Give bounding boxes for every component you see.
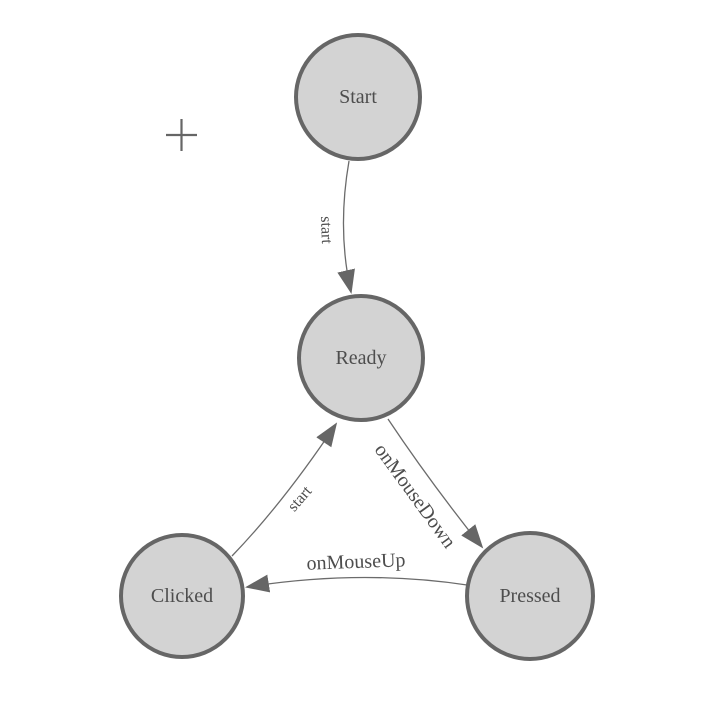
state-node-pressed-circle[interactable]	[465, 531, 595, 661]
edge-label-ready-to-pressed[interactable]: onMouseDown	[370, 440, 460, 553]
edge-start-to-ready[interactable]	[337, 160, 355, 294]
edges-layer	[231, 160, 484, 593]
state-node-start-circle[interactable]	[294, 33, 422, 161]
state-node-clicked[interactable]: Clicked	[119, 533, 245, 659]
edge-label-pressed-to-clicked[interactable]: onMouseUp	[306, 549, 406, 574]
edge-ready-to-pressed[interactable]	[387, 418, 484, 549]
state-node-ready-circle[interactable]	[297, 294, 425, 422]
state-node-start[interactable]: Start	[294, 33, 422, 161]
edge-clicked-to-ready[interactable]	[231, 422, 338, 557]
nodes-layer: Start Ready Clicked Pressed	[119, 33, 595, 661]
edge-label-start-to-ready[interactable]: start	[317, 216, 335, 245]
crosshair-icon	[166, 119, 197, 151]
edge-pressed-to-clicked[interactable]	[245, 574, 468, 593]
edge-label-clicked-to-ready[interactable]: start	[285, 483, 316, 515]
state-node-pressed[interactable]: Pressed	[465, 531, 595, 661]
state-node-ready[interactable]: Ready	[297, 294, 425, 422]
state-node-clicked-circle[interactable]	[119, 533, 245, 659]
